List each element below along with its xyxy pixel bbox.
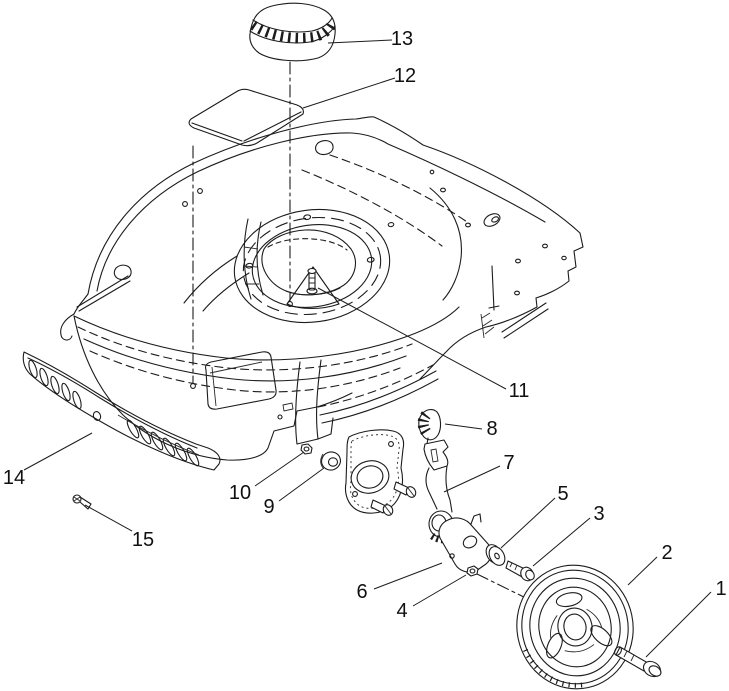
mower-deck-housing <box>60 116 584 461</box>
part-11-stud <box>286 266 340 310</box>
callout-14-label: 14 <box>3 467 25 489</box>
callout-2-label: 2 <box>661 542 672 564</box>
callout-7-label: 7 <box>503 452 514 474</box>
callout-9-leader <box>278 467 325 502</box>
deck-plug-pin <box>483 213 501 227</box>
adjuster-plate-bolts <box>370 481 417 516</box>
callout-4-label: 4 <box>396 600 407 622</box>
callout-12-leader <box>302 77 396 109</box>
callout-5-label: 5 <box>557 483 568 505</box>
tread-tick <box>523 648 529 653</box>
tread-tick <box>555 678 559 685</box>
part-6-wheel-bracket <box>438 513 492 573</box>
part-15-screw <box>72 494 92 510</box>
callout-2-leader <box>627 556 658 586</box>
tread-tick <box>580 682 583 688</box>
part-12-cover-plate <box>188 88 304 147</box>
part-2-wheel <box>516 564 634 690</box>
tread-tick <box>568 682 571 688</box>
wheel-spokes <box>546 592 613 659</box>
tread-tick <box>574 682 576 688</box>
tread-tick <box>549 676 553 682</box>
part-5-washer <box>485 544 506 566</box>
callout-3-label: 3 <box>593 503 604 525</box>
callout-1-label: 1 <box>715 578 726 600</box>
callout-8-leader <box>444 423 483 430</box>
callout-13-leader <box>327 39 393 44</box>
part-13-top-cover <box>249 2 338 62</box>
callout-15-leader <box>84 504 133 532</box>
callout-1-leader <box>645 591 712 658</box>
tread-tick <box>561 680 565 687</box>
tread-tick <box>526 654 532 659</box>
callout-13-label: 13 <box>391 28 413 50</box>
callout-4-leader <box>412 574 467 607</box>
tread-tick <box>538 669 543 674</box>
callout-7-leader <box>443 465 501 493</box>
part-4-nut <box>466 565 479 577</box>
callout-10-label: 10 <box>229 482 251 504</box>
callout-9-label: 9 <box>263 496 274 518</box>
baffle-vent-slots-right <box>126 419 200 467</box>
callout-5-leader <box>500 497 556 549</box>
callout-3-leader <box>532 517 591 567</box>
part-3-bolt <box>505 560 535 582</box>
adjuster-cover-plate <box>344 429 405 514</box>
callout-8-label: 8 <box>486 418 497 440</box>
part-9-bushing <box>320 451 341 471</box>
callout-15-label: 15 <box>132 529 154 551</box>
tread-tick <box>544 673 548 678</box>
part-14-front-baffle <box>22 351 221 471</box>
callout-14-leader <box>23 432 93 471</box>
part-1-wheel-bolt <box>614 646 662 678</box>
wheel-tread-marks <box>523 648 583 688</box>
callout-11-label: 11 <box>509 380 530 402</box>
callout-6-leader <box>373 562 443 590</box>
callout-12-label: 12 <box>394 65 416 87</box>
callout-11-leader <box>317 287 507 390</box>
part-8-adjuster-knob <box>417 409 442 441</box>
tread-tick <box>529 659 535 664</box>
tread-tick <box>534 664 539 670</box>
engine-mount-ring <box>233 208 395 324</box>
callout-6-label: 6 <box>356 581 367 603</box>
callout-10-leader <box>254 451 305 487</box>
part-10-nut <box>300 443 313 455</box>
baffle-vent-slots-left <box>28 359 82 410</box>
